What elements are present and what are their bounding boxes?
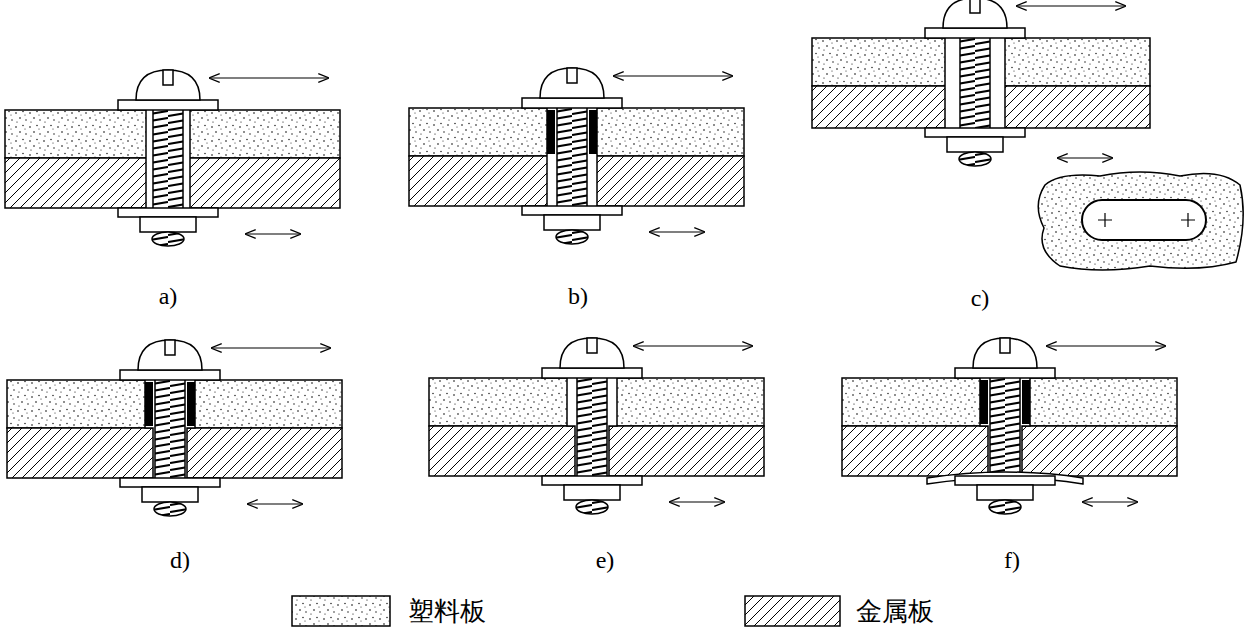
metal-swatch: [745, 596, 840, 626]
subfigure-label: d): [170, 547, 190, 574]
subfigure-label: e): [596, 547, 615, 574]
legend-text: 塑料板: [408, 594, 486, 629]
subfigure-label: a): [159, 283, 178, 310]
legend-text: 金属板: [856, 594, 934, 629]
subfigure-label: b): [568, 283, 588, 310]
plastic-swatch: [292, 596, 390, 626]
subfigure-label: c): [971, 285, 990, 312]
subfigure-label: f): [1004, 547, 1020, 574]
